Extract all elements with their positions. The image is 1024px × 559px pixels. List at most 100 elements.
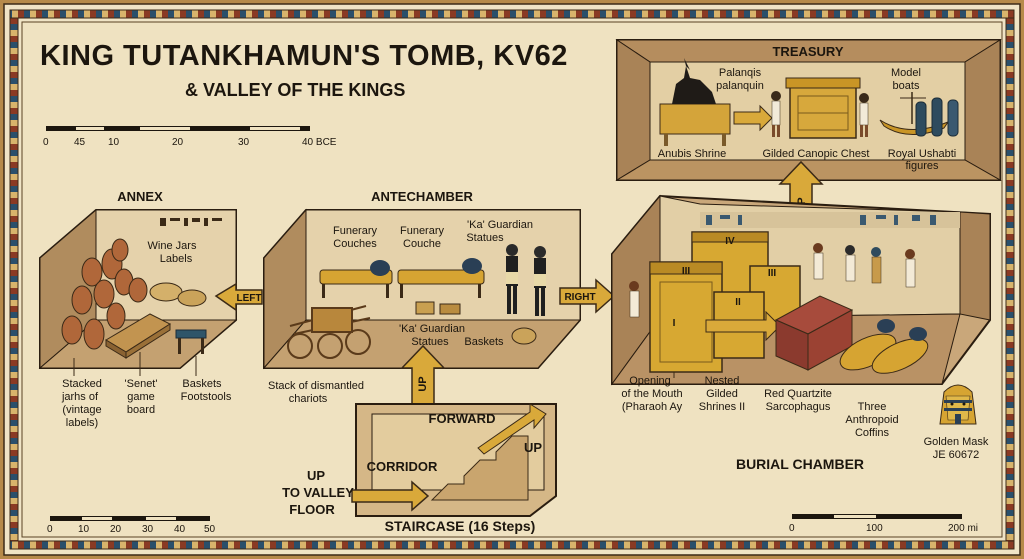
bottom-left-scale-label: 50 <box>204 524 216 535</box>
antechamber-label: Funerary <box>333 225 378 237</box>
left-arrow-label: LEFT <box>237 293 262 304</box>
model-boat-icon <box>879 92 950 136</box>
chest-icon <box>415 301 435 315</box>
right-arrow-label: RIGHT <box>564 292 595 303</box>
treasury-room: TREASURY <box>615 39 1002 181</box>
treasury-label: Anubis Shrine <box>658 148 727 160</box>
golden-mask-icon <box>939 384 977 425</box>
page-title: KING TUTANKHAMUN'S TOMB, KV62 <box>40 40 568 72</box>
burial-label: Opening <box>629 375 671 387</box>
mask-label: JE 60672 <box>933 449 979 461</box>
burial-label: Nested <box>705 375 740 387</box>
staircase-label: FLOOR <box>289 502 335 517</box>
treasury-label: figures <box>905 160 939 172</box>
antechamber-label: Couche <box>403 238 441 250</box>
antechamber-label: Stack of dismantled <box>268 380 364 392</box>
antechamber-title: ANTECHAMBER <box>371 189 473 204</box>
bottom-left-scale-label: 20 <box>110 524 122 535</box>
left-arrow: LEFT <box>214 282 263 312</box>
burial-chamber-title: BURIAL CHAMBER <box>736 456 864 472</box>
chariots-icon <box>287 305 371 359</box>
annex-label: Footstools <box>181 391 232 403</box>
treasury-label: palanquin <box>716 80 764 92</box>
wine-jars-icon <box>61 238 148 350</box>
ka-guardian-statue-icon <box>534 246 546 316</box>
canopic-chest-icon <box>785 77 861 139</box>
burial-label: Gilded <box>706 388 738 400</box>
top-scale-label: 20 <box>172 137 184 148</box>
bottom-right-scale-label: 100 <box>866 523 883 534</box>
ka-guardian-statue-icon <box>506 244 518 314</box>
antechamber-label: Couches <box>333 238 377 250</box>
burial-label: of the Mouth <box>621 388 682 400</box>
bottom-left-scale-label: 0 <box>47 524 53 535</box>
bottom-right-scale-label: 200 mi <box>948 523 978 534</box>
up-arrow-label: UP <box>417 376 429 391</box>
top-scale-bar: 0 45 10 20 30 40 BCE <box>43 126 337 148</box>
annex-label: Stacked <box>62 378 102 390</box>
senet-board-icon <box>105 313 172 359</box>
shrine-numeral: IV <box>725 236 735 247</box>
burial-label: Red Quartzite <box>764 388 832 400</box>
staircase-label: UP <box>524 440 542 455</box>
annex-label: board <box>127 404 155 416</box>
antechamber-label: Statues <box>466 232 504 244</box>
top-scale-label: 45 <box>74 137 86 148</box>
annex-label: game <box>127 391 155 403</box>
bottom-left-scale-bar: 0 10 20 30 40 50 <box>47 516 216 535</box>
annex-label: Wine Jars <box>148 240 197 252</box>
staircase-label: TO VALLEY <box>282 485 354 500</box>
ushabti-figures-icon <box>915 97 959 137</box>
burial-label: Coffins <box>855 427 890 439</box>
staircase-label: CORRIDOR <box>367 459 438 474</box>
treasury-label: Palanqis <box>719 67 762 79</box>
burial-label: (Pharaoh Ay <box>622 401 683 413</box>
shrine-numeral: III <box>768 268 777 279</box>
burial-label: Shrines II <box>699 401 745 413</box>
burial-label: Anthropoid <box>845 414 898 426</box>
annex-title: ANNEX <box>117 189 163 204</box>
annex-label: Labels <box>160 253 193 265</box>
burial-label: Sarcophagus <box>766 401 831 413</box>
antechamber-label: Funerary <box>400 225 445 237</box>
annex-label: 'Senet' <box>125 378 158 390</box>
annex-label: labels) <box>66 417 98 429</box>
antechamber-label: Baskets <box>464 336 504 348</box>
treasury-label: Model <box>891 67 921 79</box>
antechamber-label: 'Ka' Guardian <box>399 323 465 335</box>
top-scale-label: 40 BCE <box>302 137 337 148</box>
staircase-section: FORWARD UP CORRIDOR UP TO VALLEY FLOOR S… <box>282 403 557 534</box>
hieroglyph-band <box>160 218 222 226</box>
mask-label: Golden Mask <box>924 436 989 448</box>
staircase-label: FORWARD <box>429 411 496 426</box>
antechamber-label: chariots <box>289 393 328 405</box>
shrine-numeral: I <box>673 318 676 329</box>
annex-room: ANNEX <box>38 189 238 429</box>
funerary-couch-icon <box>319 260 393 298</box>
right-arrow: RIGHT <box>559 278 616 314</box>
treasury-label: Royal Ushabti <box>888 148 956 160</box>
guardian-figure-icon <box>859 93 869 137</box>
staircase-label: UP <box>307 468 325 483</box>
treasury-label: Gilded Canopic Chest <box>762 148 869 160</box>
staircase-title: STAIRCASE (16 Steps) <box>385 518 536 534</box>
chest-icon <box>439 303 461 315</box>
bottom-right-scale-bar: 0 100 200 mi <box>789 514 978 534</box>
bottom-left-scale-label: 40 <box>174 524 186 535</box>
top-scale-label: 0 <box>43 137 49 148</box>
treasury-title: TREASURY <box>772 44 843 59</box>
bottom-left-scale-label: 10 <box>78 524 90 535</box>
antechamber-label: Statues <box>411 336 449 348</box>
gilded-shrine-icon: III I <box>649 261 723 373</box>
anubis-shrine-icon <box>659 58 731 146</box>
annex-label: Baskets <box>182 378 222 390</box>
annex-label: jarhs of <box>61 391 99 403</box>
annex-label: (vintage <box>62 404 101 416</box>
bottom-left-scale-label: 30 <box>142 524 154 535</box>
top-scale-label: 30 <box>238 137 250 148</box>
guardian-figure-icon <box>771 91 781 137</box>
footstool-icon <box>175 329 207 354</box>
bottom-right-scale-label: 0 <box>789 523 795 534</box>
